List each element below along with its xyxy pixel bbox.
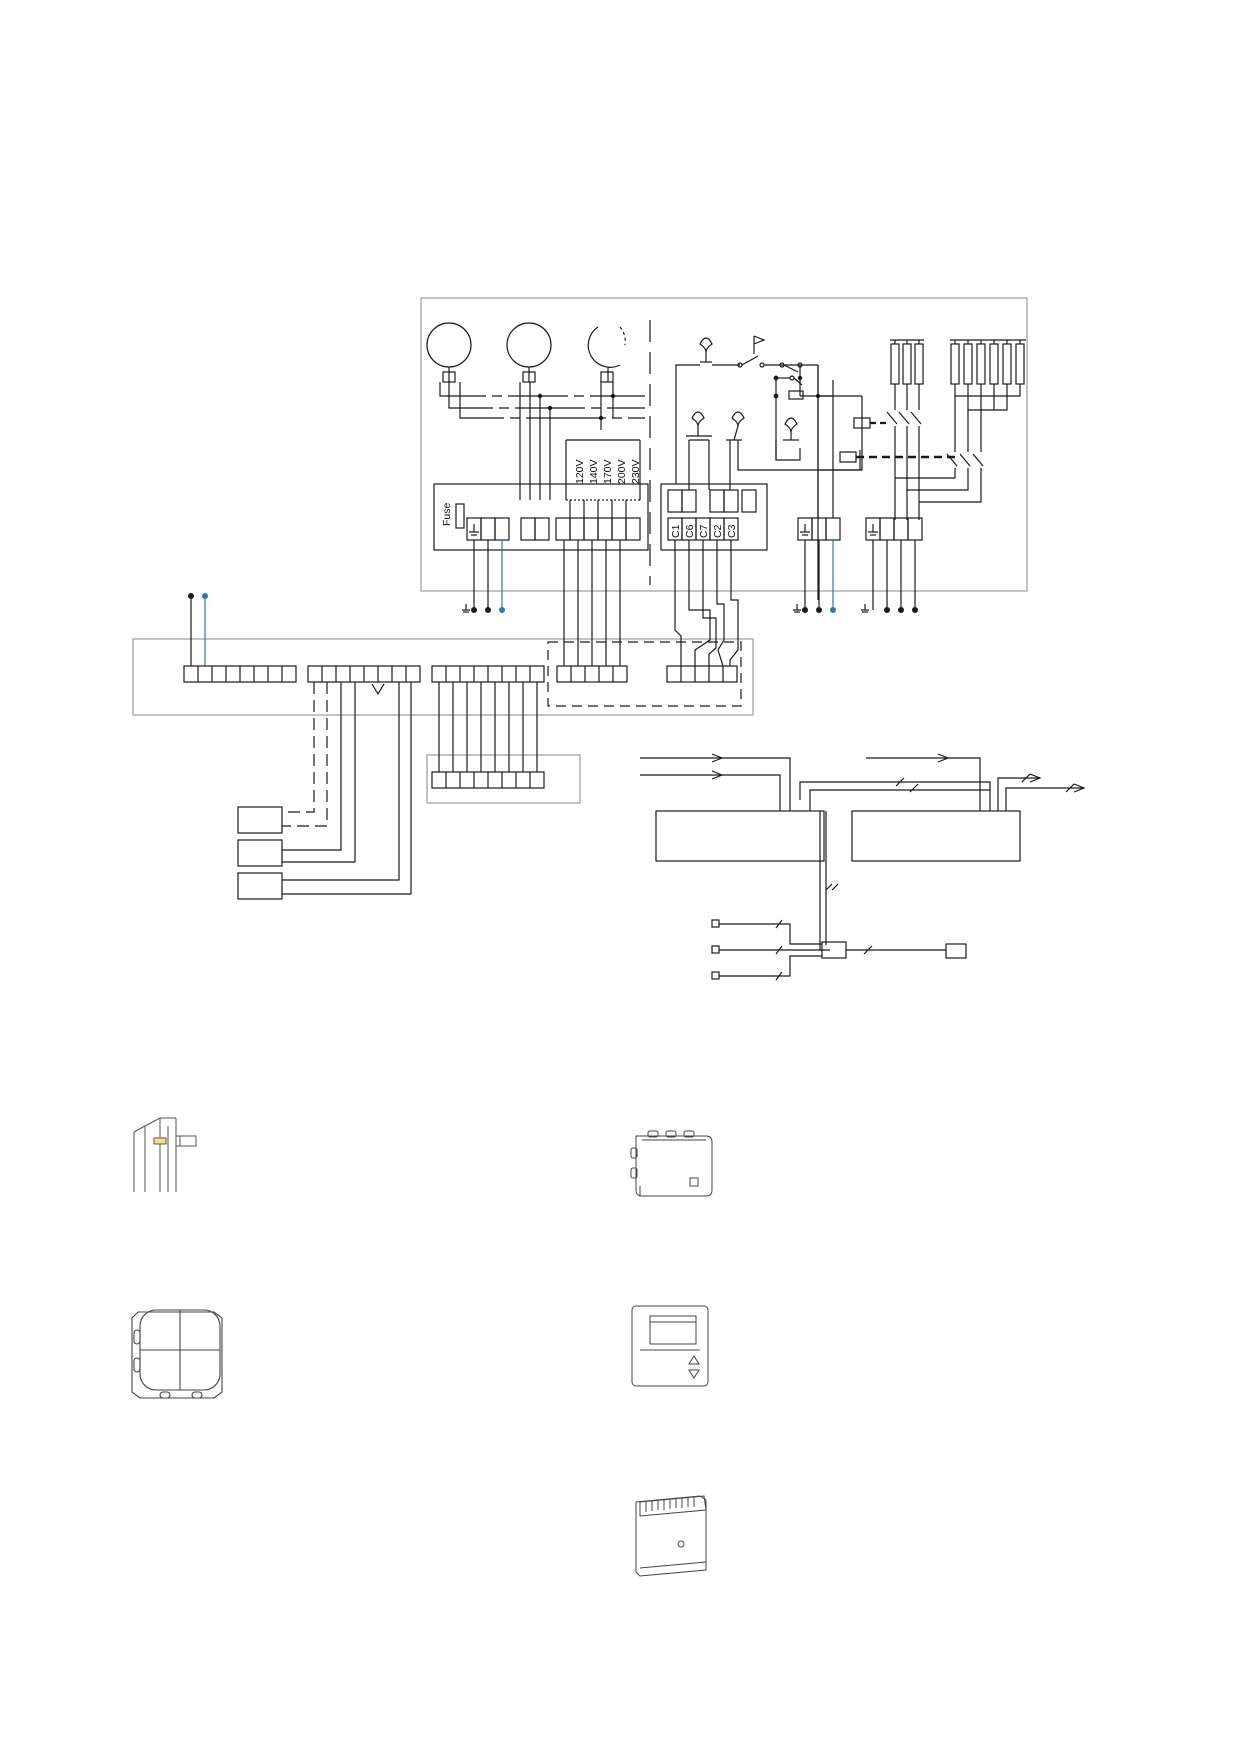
fan-motor-3 [587, 326, 626, 383]
unit-frame [420, 297, 1028, 592]
contact-c7: C7 [698, 524, 710, 538]
heater-elements-1 [886, 339, 924, 520]
control-board-right [660, 483, 768, 551]
fuse-label: Fuse [441, 502, 453, 526]
board-terminals-left [466, 517, 641, 541]
tap-200v: 200V [616, 459, 628, 484]
extension-strip [431, 682, 545, 789]
supply-leads-left [462, 540, 506, 613]
junction-strip-2 [307, 665, 421, 696]
transformer-taps: 120V 140V 170V 200V 230V [565, 439, 642, 518]
contact-c2: C2 [712, 524, 724, 538]
relay-terminals: C1 C6 C7 C2 C3 [667, 489, 757, 541]
optional-module-outline [547, 641, 742, 707]
tap-230v: 230V [630, 459, 642, 484]
junction-strip-4 [556, 540, 628, 683]
control-board-left [433, 483, 649, 551]
heater-elements-2 [895, 339, 1026, 503]
supply-terminals-right [793, 365, 923, 613]
room-thermostat-icon [631, 1305, 709, 1387]
junction-box-icon [630, 1130, 713, 1197]
accessory-wiring [237, 682, 412, 900]
tap-140v: 140V [588, 459, 600, 484]
fuse: Fuse [441, 502, 465, 529]
motor-wiring [439, 382, 645, 500]
contact-c6: C6 [684, 524, 696, 538]
contactor-coils [820, 395, 960, 471]
junction-strip-5 [666, 540, 739, 683]
tap-170v: 170V [602, 459, 614, 484]
fan-motor-2 [506, 322, 552, 383]
door-contact-icon [133, 1117, 197, 1192]
tap-120v: 120V [574, 459, 586, 484]
junction-strip-3 [431, 665, 545, 683]
network-diagram [640, 753, 1086, 981]
temperature-sensor-icon [635, 1495, 707, 1577]
four-button-switch-icon [131, 1309, 223, 1399]
junction-frame [132, 638, 754, 716]
fan-motor-1 [426, 322, 472, 383]
contact-c1: C1 [670, 524, 682, 538]
extension-box [426, 754, 581, 804]
mains-input [188, 592, 209, 666]
contact-c3: C3 [726, 524, 738, 538]
junction-strip-1 [183, 665, 297, 683]
